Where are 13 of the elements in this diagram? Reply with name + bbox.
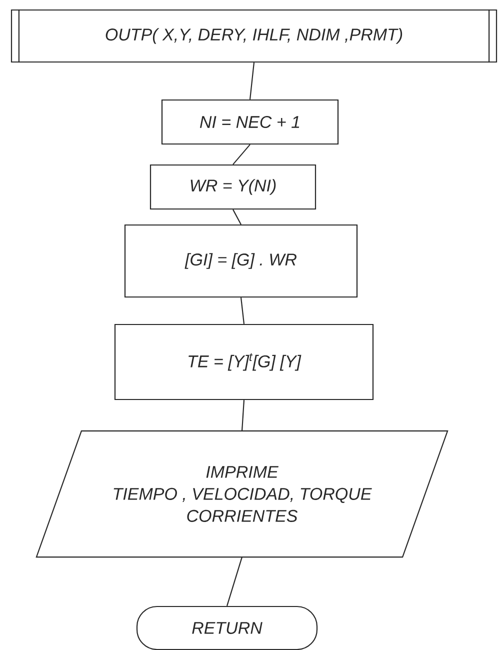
process-box: NI = NEC + 1 [161,99,339,145]
subroutine-box: OUTP( X,Y, DERY, IHLF, NDIM ,PRMT) [10,9,498,63]
connector-line [240,298,245,324]
connector-line [232,209,242,225]
connector-line [232,144,250,165]
process-box: [GI] = [G] . WR [124,224,358,298]
connector-line [226,556,243,606]
process-box: TE = [Y]$^{t}$[G] [Y] [114,324,374,400]
terminal-box: RETURN [136,606,318,650]
process-box: WR = Y(NI) [150,164,316,210]
connector-line [249,62,255,100]
output-parallelogram: IMPRIME TIEMPO , VELOCIDAD, TORQUE CORRIENTES [36,430,448,558]
connector-line [241,400,245,431]
